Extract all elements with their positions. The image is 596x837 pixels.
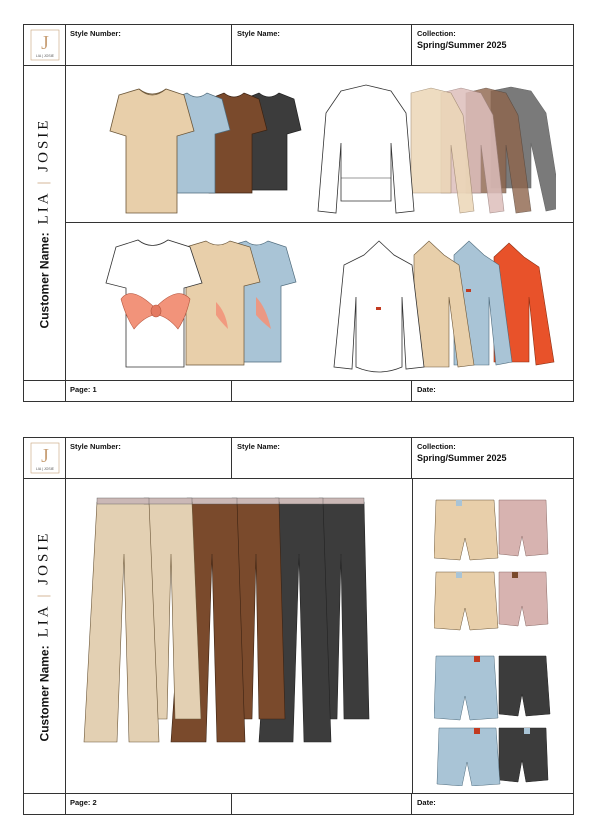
header-row: J LIA | JOSIE Style Number: Style Name: … <box>24 25 573 66</box>
collection-cell: Collection: Spring/Summer 2025 <box>412 438 574 478</box>
svg-text:J: J <box>41 32 49 54</box>
collection-cell: Collection: Spring/Summer 2025 <box>412 25 574 65</box>
trousers-colorway-sketch <box>83 497 370 743</box>
style-number-cell: Style Number: <box>65 25 232 65</box>
brand-logo: J LIA | JOSIE <box>24 438 66 478</box>
brand-wordmark: LIA | JOSIE <box>35 117 52 225</box>
shorts-beige-blush <box>434 499 549 631</box>
column-divider <box>412 478 413 794</box>
svg-text:LIA | JOSIE: LIA | JOSIE <box>35 467 54 471</box>
style-name-cell: Style Name: <box>232 438 412 478</box>
shorts-colorway-sketch <box>434 499 551 786</box>
customer-name-column: Customer Name: LIA | JOSIE <box>24 478 66 794</box>
trouser-beige <box>83 497 202 743</box>
collection-value: Spring/Summer 2025 <box>417 453 507 463</box>
brand-logo: J LIA | JOSIE <box>24 25 66 65</box>
tshirt-colorway-sketch <box>109 88 302 214</box>
footer-row: Page: 1 Date: <box>24 380 573 401</box>
collection-value: Spring/Summer 2025 <box>417 40 507 50</box>
page-number: Page: 2 <box>65 794 232 814</box>
style-name-cell: Style Name: <box>232 25 412 65</box>
logo-mark-icon: J LIA | JOSIE <box>30 29 59 61</box>
brand-wordmark: LIA | JOSIE <box>35 530 52 638</box>
date-cell: Date: <box>417 798 436 807</box>
header-row: J LIA | JOSIE Style Number: Style Name: … <box>24 438 573 479</box>
mockneck-blouse-sketch <box>333 240 555 373</box>
tech-sheet-page-1: J LIA | JOSIE Style Number: Style Name: … <box>23 24 574 402</box>
customer-name-column: Customer Name: LIA | JOSIE <box>24 65 66 381</box>
style-number-cell: Style Number: <box>65 438 232 478</box>
bow-tshirt-sketch <box>105 239 297 368</box>
shorts-sky-charcoal <box>434 655 551 786</box>
date-cell: Date: <box>417 385 436 394</box>
longsleeve-colorway-sketch <box>317 84 556 214</box>
tech-sheet-page-2: J LIA | JOSIE Style Number: Style Name: … <box>23 437 574 815</box>
bow-print-icon <box>120 293 271 330</box>
svg-text:LIA | JOSIE: LIA | JOSIE <box>35 54 54 58</box>
footer-row: Page: 2 Date: <box>24 793 573 814</box>
logo-mark-icon: J LIA | JOSIE <box>30 442 59 474</box>
page-number: Page: 1 <box>65 381 232 401</box>
customer-name-label: Customer Name: <box>37 645 51 742</box>
svg-text:J: J <box>41 445 49 467</box>
longsleeve-white <box>317 84 415 214</box>
row-divider <box>65 222 573 223</box>
tshirt-beige <box>109 88 195 214</box>
customer-name-label: Customer Name: <box>37 232 51 329</box>
